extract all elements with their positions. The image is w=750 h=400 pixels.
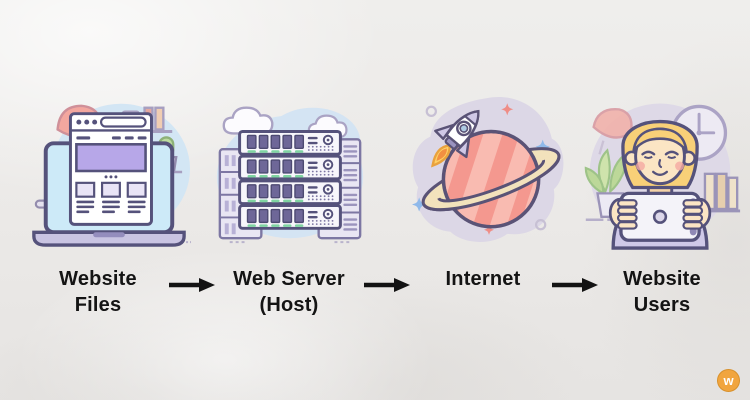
right-arrow-icon [364, 278, 410, 292]
label-line-1: Website [59, 268, 137, 290]
label-line-1: Web Server [233, 268, 345, 290]
right-arrow-icon [552, 278, 598, 292]
label-line-1: Website [623, 268, 701, 290]
step-label-website-users: Website Users [592, 266, 732, 318]
right-arrow-icon [169, 278, 215, 292]
label-line-2: (Host) [259, 294, 319, 316]
brand-logo-letter: w [723, 373, 734, 388]
laptop-icon [32, 112, 192, 247]
server-rack-illustration [216, 106, 364, 244]
label-line-2: Files [74, 294, 122, 316]
planet-ring-front [422, 154, 561, 212]
step-label-website-files: Website Files [28, 266, 168, 318]
brand-logo: w [717, 369, 740, 392]
hands [608, 197, 712, 230]
rocket-icon [431, 109, 480, 168]
person-tablet-illustration [584, 103, 741, 250]
label-line-2: Users [633, 294, 691, 316]
lamp-icon [592, 108, 633, 155]
step-label-web-server: Web Server (Host) [214, 266, 364, 318]
browser-window [68, 112, 153, 226]
step-label-internet: Internet [413, 266, 553, 292]
server-units [238, 129, 342, 230]
laptop-browser-illustration [32, 103, 192, 247]
planet-rocket-illustration [412, 96, 564, 242]
books-icon [699, 172, 741, 213]
label-line-1: Internet [445, 268, 521, 290]
sparkle-icons [412, 103, 550, 235]
